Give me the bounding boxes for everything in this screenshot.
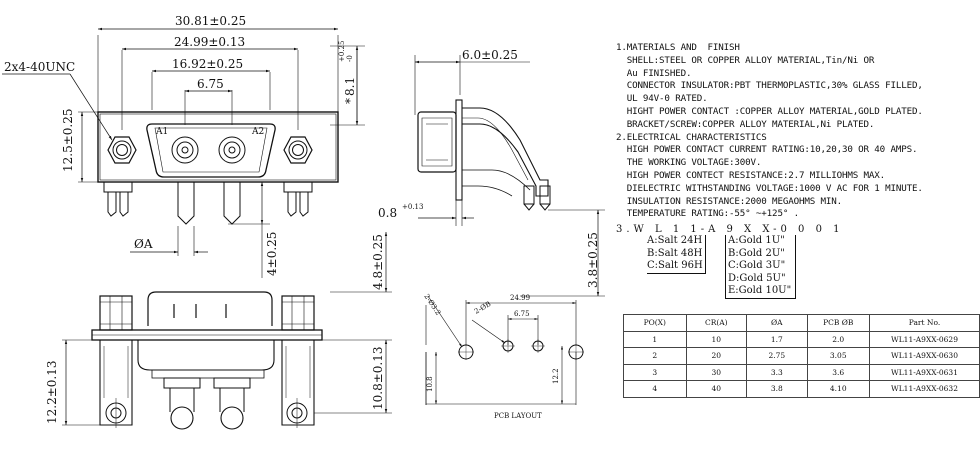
table-cell: WL11-A9XX-0631 (868, 363, 980, 381)
side-view (330, 45, 605, 297)
bottom-view (62, 232, 392, 430)
gold-options: A:Gold 1U"B:Gold 2U"C:Gold 3U"D:Gold 5U"… (725, 235, 797, 299)
spec-note-line: BRACKET/SCREW:COPPER ALLOY MATERIAL,Ni P… (616, 118, 875, 130)
table-cell: WL11-A9XX-0630 (868, 347, 980, 365)
table-cell: 2.75 (746, 347, 808, 365)
dim-hole-spacing: 24.99±0.13 (174, 35, 245, 49)
table-cell: 1 (623, 330, 687, 348)
table-cell: 3.3 (746, 363, 808, 381)
dim-side-tol-lower: -0 (346, 55, 354, 62)
salt-option: C:Salt 96H (647, 260, 703, 272)
salt-option: A:Salt 24H (647, 235, 703, 246)
part-code: 3.W L 1 1-A 9 X X-0 0 0 1 (616, 224, 844, 235)
front-view (2, 27, 339, 278)
table-cell: 30 (685, 363, 748, 381)
table-cell: 4.10 (806, 380, 870, 398)
pcb-dim-width: 24.99 (510, 294, 530, 302)
dim-pin-length: 4±0.25 (265, 232, 279, 276)
spec-notes: 1.MATERIALS AND FINISH SHELL:STEEL OR CO… (616, 42, 978, 221)
pcb-dim-left: 10.8 (426, 376, 434, 392)
table-cell: 10 (685, 330, 748, 348)
pcb-dim-hole2: 2-ØB (473, 300, 492, 316)
gold-option: E:Gold 10U" (728, 285, 792, 297)
spec-note-line: SHELL:STEEL OR COPPER ALLOY MATERIAL,Tin… (616, 54, 875, 66)
dim-flange: 0.8 (378, 206, 397, 220)
table-header-cell: Part No. (868, 314, 980, 332)
table-cell: 1.7 (746, 330, 808, 348)
dim-side-tol-upper: +0.25 (338, 41, 346, 62)
contact-label-a1: A1 (155, 127, 168, 137)
dim-contact-pitch: 6.75 (197, 77, 224, 91)
table-header-cell: PCB ØB (806, 314, 870, 332)
table-cell: 2.0 (806, 330, 870, 348)
spec-note-line: CONNECTOR INSULATOR:PBT THERMOPLASTIC,30… (616, 80, 923, 92)
gold-option: D:Gold 5U" (728, 272, 786, 284)
spec-note-line: UL 94V-0 RATED. (616, 93, 708, 105)
dim-front-height-left: 12.2±0.13 (45, 361, 59, 425)
spec-note-line: 1.MATERIALS AND FINISH (616, 42, 740, 53)
spec-note-line: INSULATION RESISTANCE:2000 MEGAOHMS MIN. (616, 195, 843, 207)
table-cell: 2 (623, 347, 687, 365)
spec-note-line: THE WORKING VOLTAGE:300V. (616, 157, 762, 169)
gold-option: C:Gold 3U" (728, 260, 786, 272)
table-header-cell: CR(A) (685, 314, 748, 332)
dim-shell-width: 16.92±0.25 (172, 57, 243, 71)
dim-contact-dia: ØA (134, 237, 153, 251)
spec-note-line: TEMPERATURE RATING:-55° ~+125° . (616, 208, 799, 220)
spec-note-line: HIGHT POWER CONTACT :COPPER ALLOY MATERI… (616, 105, 923, 117)
table-cell: WL11-A9XX-0629 (868, 330, 980, 348)
dim-side-prefix: * (343, 98, 357, 104)
pcb-layout-title: PCB LAYOUT (494, 412, 542, 420)
dim-flange-tol: +0.13 (402, 203, 423, 211)
pcb-dim-hole1: 2-Ø3.2 (422, 293, 442, 317)
pcb-dim-right: 12.2 (552, 368, 560, 384)
table-cell: 3.6 (806, 363, 870, 381)
table-cell: 3.05 (806, 347, 870, 365)
thread-callout: 2x4-40UNC (4, 60, 75, 74)
spec-note-line: HIGH POWER CONTACT CURRENT RATING:10,20,… (616, 144, 918, 156)
table-header-cell: PO(X) (623, 314, 687, 332)
table-cell: 3.8 (746, 380, 808, 398)
table-cell: 4 (623, 380, 687, 398)
table-cell: 20 (685, 347, 748, 365)
dim-front-height-right: 10.8±0.13 (371, 347, 385, 411)
spec-note-line: 2.ELECTRICAL CHARACTERISTICS (616, 131, 767, 143)
table-cell: 40 (685, 380, 748, 398)
spec-note-line: HIGH POWER CONTECT RESISTANCE:2.7 MILLIO… (616, 169, 886, 181)
table-cell: WL11-A9XX-0632 (868, 380, 980, 398)
dim-pin-drop: 3.8±0.25 (586, 232, 600, 288)
spec-note-line: Au FINISHED. (616, 67, 692, 79)
spec-note-line: DIELECTRIC WITHSTANDING VOLTAGE:1000 V A… (616, 182, 923, 194)
dim-pin-offset: 4.8±0.25 (371, 234, 385, 290)
dim-side-depth: 6.0±0.25 (462, 48, 518, 62)
table-cell: 3 (623, 363, 687, 381)
pcb-dim-pitch: 6.75 (514, 310, 530, 318)
gold-option: A:Gold 1U" (728, 235, 785, 246)
gold-option: B:Gold 2U" (728, 247, 785, 259)
dim-side-height: 8.1 (343, 77, 357, 96)
dim-body-height: 12.5±0.25 (61, 109, 75, 173)
table-header-cell: ØA (746, 314, 808, 332)
contact-label-a2: A2 (251, 127, 264, 137)
salt-option: B:Salt 48H (647, 247, 703, 259)
pcb-layout (425, 295, 584, 405)
dim-overall-width: 30.81±0.25 (175, 14, 246, 28)
